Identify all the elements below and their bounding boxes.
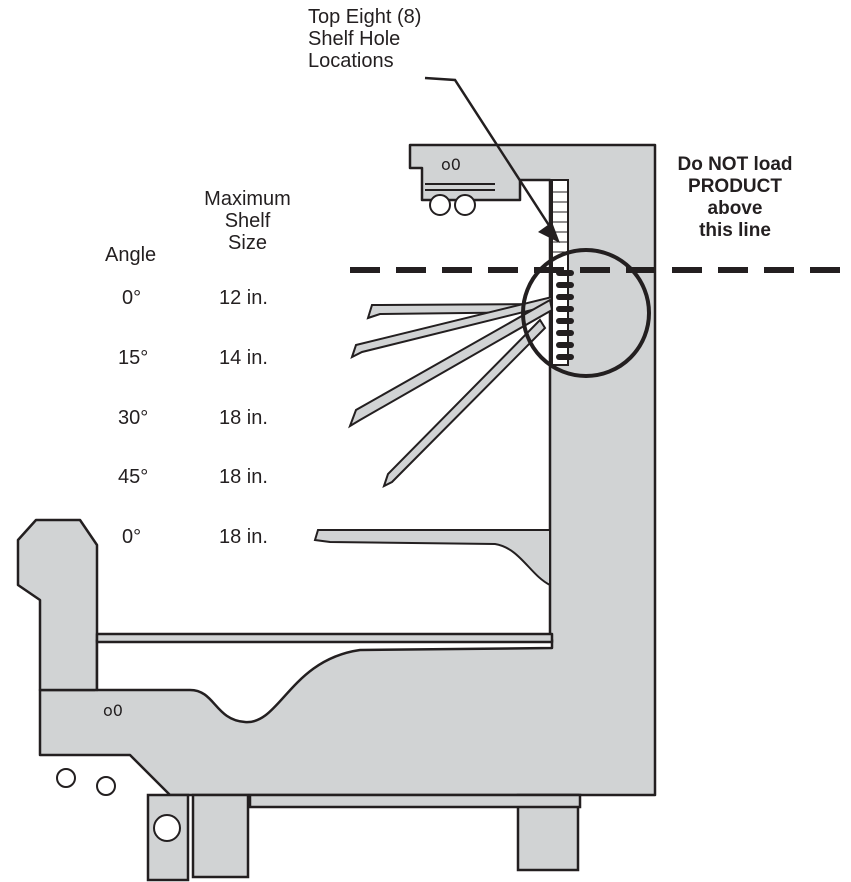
row-5-size: 18 in. [219, 526, 268, 548]
warning-line-2: PRODUCT [688, 176, 782, 197]
shelf-30-deg [348, 298, 554, 429]
row-4-angle: 45° [118, 466, 149, 488]
row-2-size: 14 in. [219, 347, 268, 369]
row-3-size: 18 in. [219, 407, 268, 429]
mount-hole-1 [56, 768, 76, 788]
size-header-line-1: Maximum [204, 188, 291, 210]
kick-plate [248, 793, 582, 809]
base-curve [95, 638, 554, 724]
warning-line-1: Do NOT load [677, 154, 793, 175]
callout-leader [424, 76, 554, 231]
callout-line-1: Top Eight (8) [308, 6, 422, 28]
shelf-15-deg [350, 295, 553, 359]
keyslot-top: o0 [441, 155, 461, 174]
warning-line-3: above [707, 198, 763, 219]
load-warning: Do NOT load PRODUCT above this line [640, 154, 830, 242]
row-1-angle: 0° [122, 287, 142, 309]
max-shelf-size-header: Maximum Shelf Size [185, 188, 310, 254]
center-foot [191, 793, 250, 879]
floor-pan [95, 632, 554, 644]
angle-header: Angle [105, 244, 157, 266]
callout-line-3: Locations [308, 50, 394, 72]
size-header-line-3: Size [228, 232, 267, 254]
row-3-angle: 30° [118, 407, 149, 429]
keyslot-bottom: o0 [103, 701, 123, 720]
row-5-angle: 0° [122, 526, 142, 548]
row-2-angle: 15° [118, 347, 149, 369]
mount-hole-2 [96, 776, 116, 796]
size-header-line-2: Shelf [224, 210, 271, 232]
shelf-0-deg-bottom [313, 529, 551, 587]
callout-line-2: Shelf Hole [308, 28, 401, 50]
row-1-size: 12 in. [219, 287, 268, 309]
row-4-size: 18 in. [219, 466, 268, 488]
shelf-45-deg [382, 318, 547, 488]
upper-roller-2 [454, 194, 476, 216]
front-wall [16, 518, 99, 692]
shelf-hole-magnifier [521, 248, 651, 378]
callout-arrowhead [538, 222, 560, 243]
drain-fitting [153, 814, 181, 842]
shelf-holes [556, 270, 574, 360]
warning-line-4: this line [699, 220, 771, 241]
shelf-hole-callout: Top Eight (8) Shelf Hole Locations [308, 6, 421, 72]
upper-roller-1 [429, 194, 451, 216]
